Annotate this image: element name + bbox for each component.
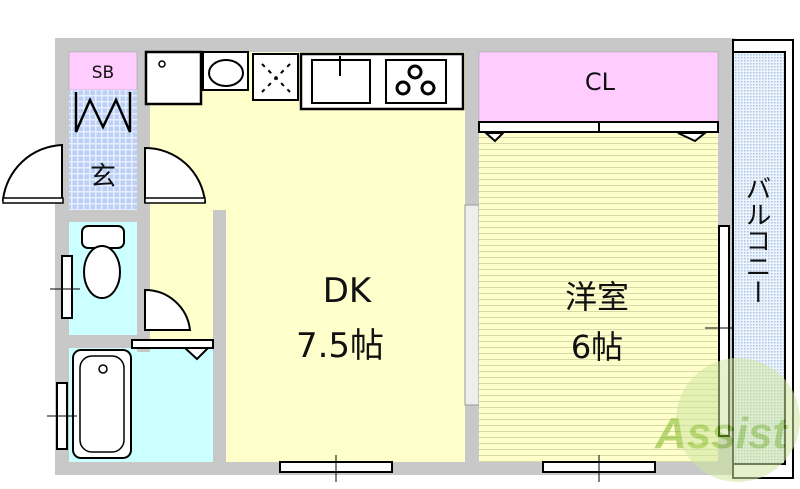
wall-segment [137, 52, 150, 352]
toilet-door[interactable] [144, 288, 192, 331]
fridge-dot [158, 60, 166, 68]
burner-icon [395, 80, 411, 96]
burner-icon [407, 64, 423, 80]
western-room-size: 6帖 [571, 328, 623, 366]
sliding-door[interactable] [464, 204, 480, 406]
front-door-leaf[interactable] [2, 197, 64, 204]
bathtub-inner [79, 355, 125, 453]
western-room-label: 洋室 [565, 278, 629, 316]
shoe-cabinet-doors [74, 92, 132, 133]
closet-label: CL [585, 68, 616, 96]
washbasin-icon [208, 59, 244, 87]
closet-door[interactable] [598, 121, 719, 133]
dk-size: 7.5帖 [296, 326, 384, 366]
closet-door[interactable] [478, 121, 600, 133]
toilet-tank [81, 225, 125, 249]
inner-door-leaf[interactable] [144, 197, 206, 204]
inner-wall [213, 210, 226, 462]
burner-icon [420, 80, 436, 96]
watermark-logo: Assist [654, 358, 800, 482]
entrance-label: 玄 [90, 162, 116, 192]
storage-box [68, 51, 138, 91]
dk-label: DK [323, 271, 373, 311]
storage-box-label: SB [92, 63, 114, 83]
closet [478, 51, 719, 123]
washer-x-icon [261, 63, 291, 93]
closet-door-swing [483, 132, 708, 143]
washer-space-kitchen [252, 53, 299, 101]
washer-space [131, 339, 214, 361]
entrance-floor [69, 90, 137, 210]
toilet-bowl-icon [83, 245, 121, 299]
balcony-label: バルコニー [741, 175, 771, 305]
front-door[interactable] [1, 143, 63, 201]
window [61, 255, 73, 319]
drain-icon [98, 364, 108, 374]
watermark-text: Assist [654, 409, 789, 458]
refrigerator-space [144, 50, 203, 106]
